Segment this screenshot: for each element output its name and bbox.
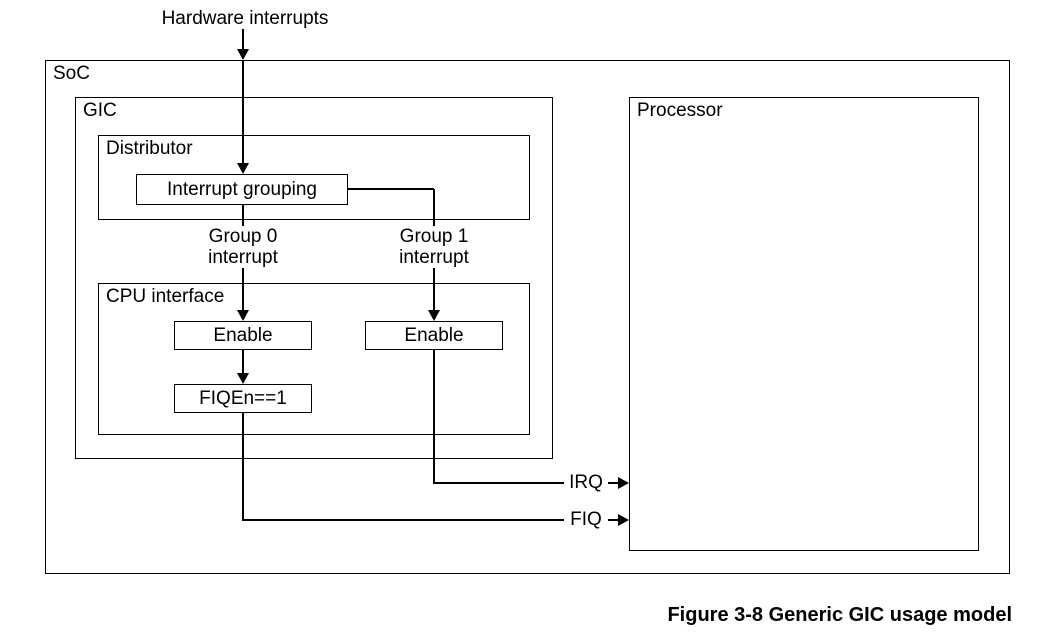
gic-box: GIC [75,97,553,459]
fiq-vertical-line [242,413,244,520]
fiqen-condition-box: FIQEn==1 [174,384,312,413]
down-arrowhead-into-interrupt-grouping [237,163,249,174]
group1-branch-horizontal-line [348,188,434,190]
hardware-interrupts-label: Hardware interrupts [161,8,329,29]
enable-group0-label: Enable [213,324,273,346]
distributor-box: Distributor [98,135,530,220]
fiqen-condition-label: FIQEn==1 [199,387,287,409]
enable-group1-label: Enable [404,324,464,346]
group0-interrupt-label: Group 0 interrupt [191,226,295,268]
group1-interrupt-label: Group 1 interrupt [382,226,486,268]
irq-vertical-line [433,350,435,483]
fiq-horizontal-line [242,519,618,521]
irq-signal-label: IRQ [564,472,608,493]
soc-box: SoC [45,60,1010,574]
down-arrowhead-into-soc [237,49,249,60]
interrupt-grouping-label: Interrupt grouping [167,178,317,200]
processor-box: Processor [629,97,979,551]
enable-to-fiqen-line [242,350,244,373]
right-arrowhead-irq-into-processor [618,477,629,489]
down-arrowhead-into-fiqen [237,373,249,384]
down-arrowhead-into-enable-group0 [237,310,249,321]
soc-label: SoC [53,63,90,84]
cpu-interface-box: CPU interface [98,283,530,435]
hardware-interrupt-line-lower [242,61,244,163]
figure-caption: Figure 3-8 Generic GIC usage model [667,604,1012,626]
interrupt-grouping-box: Interrupt grouping [136,174,348,205]
fiq-signal-label: FIQ [564,509,608,530]
enable-group1-box: Enable [365,321,503,350]
gic-label: GIC [83,100,117,121]
down-arrowhead-into-enable-group1 [428,310,440,321]
irq-horizontal-line [433,482,618,484]
processor-label: Processor [637,100,723,121]
distributor-label: Distributor [106,138,193,159]
right-arrowhead-fiq-into-processor [618,514,629,526]
hardware-interrupt-line-upper [242,29,244,50]
cpu-interface-label: CPU interface [106,286,225,307]
enable-group0-box: Enable [174,321,312,350]
